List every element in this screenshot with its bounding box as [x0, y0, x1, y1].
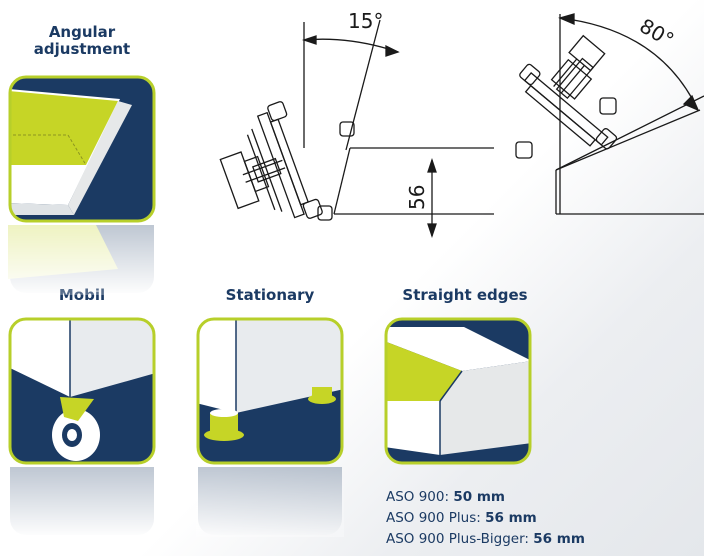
stationary-reflection: [196, 467, 344, 537]
label-mobil: Mobil: [58, 286, 106, 304]
technical-drawing-80deg: 80°: [515, 13, 704, 215]
straight-edges-tile: [384, 317, 532, 465]
angular-adjustment-tile: [8, 75, 156, 223]
label-angular-adjustment: Angular adjustment: [33, 23, 131, 58]
spec-line-aso900: ASO 900: 50 mm: [386, 489, 505, 505]
stationary-tile: [196, 317, 344, 465]
label-straight-edges: Straight edges: [402, 286, 528, 304]
mobil-reflection: [8, 467, 156, 537]
angle-label-80: 80°: [636, 14, 679, 53]
spec-line-aso900-plus: ASO 900 Plus: 56 mm: [386, 510, 537, 526]
label-stationary: Stationary: [225, 286, 315, 304]
technical-drawing-15deg: 15° 56: [219, 9, 494, 239]
angular-adjustment-reflection: [8, 225, 156, 295]
mobil-tile: [8, 317, 156, 465]
spec-line-aso900-plus-bigger: ASO 900 Plus-Bigger: 56 mm: [386, 531, 585, 547]
dimension-label-56: 56: [405, 185, 429, 210]
angle-label-15: 15°: [348, 9, 383, 33]
